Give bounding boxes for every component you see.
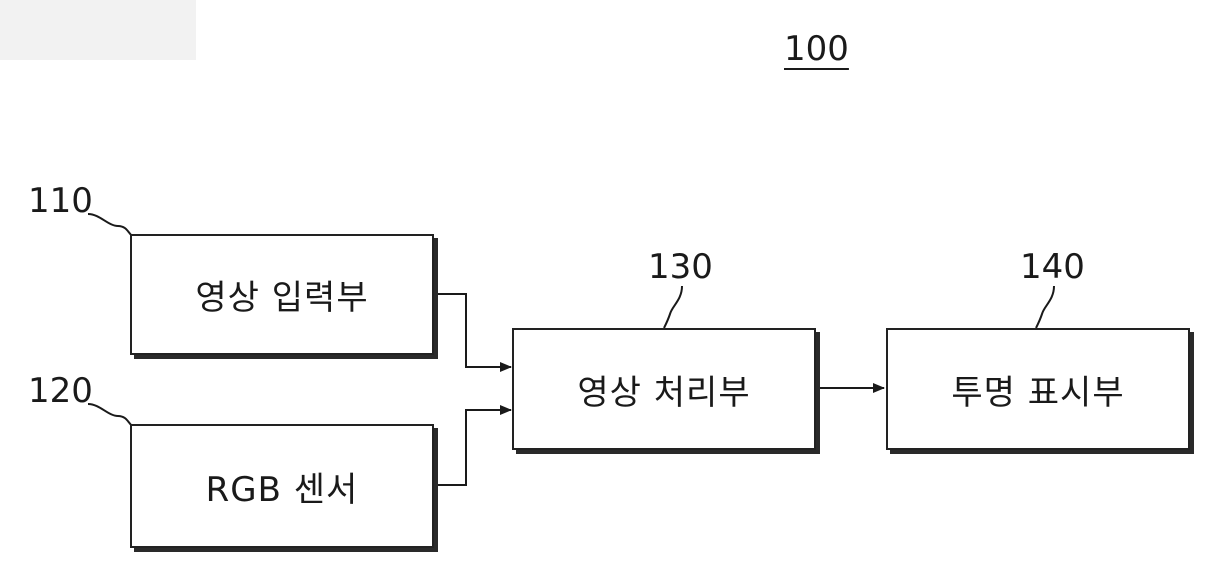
block-label: 영상 입력부 — [195, 270, 368, 319]
block-label: RGB 센서 — [206, 462, 359, 511]
leader-140 — [1036, 286, 1054, 328]
arrow-120-to-130 — [432, 410, 511, 485]
system-ref-label: 100 — [784, 32, 849, 66]
block-rgb-sensor: RGB 센서 — [130, 424, 434, 548]
ref-label-110: 110 — [28, 184, 93, 218]
leader-110 — [88, 214, 132, 236]
leader-120 — [88, 404, 132, 426]
block-transparent-display: 투명 표시부 — [886, 328, 1190, 450]
block-image-input: 영상 입력부 — [130, 234, 434, 355]
block-label: 투명 표시부 — [951, 365, 1124, 414]
ref-label-130: 130 — [648, 250, 713, 284]
arrow-110-to-130 — [432, 294, 511, 367]
ref-label-120: 120 — [28, 374, 93, 408]
ref-label-140: 140 — [1020, 250, 1085, 284]
block-image-processing: 영상 처리부 — [512, 328, 816, 450]
block-label: 영상 처리부 — [577, 365, 750, 414]
leader-130 — [664, 286, 682, 328]
